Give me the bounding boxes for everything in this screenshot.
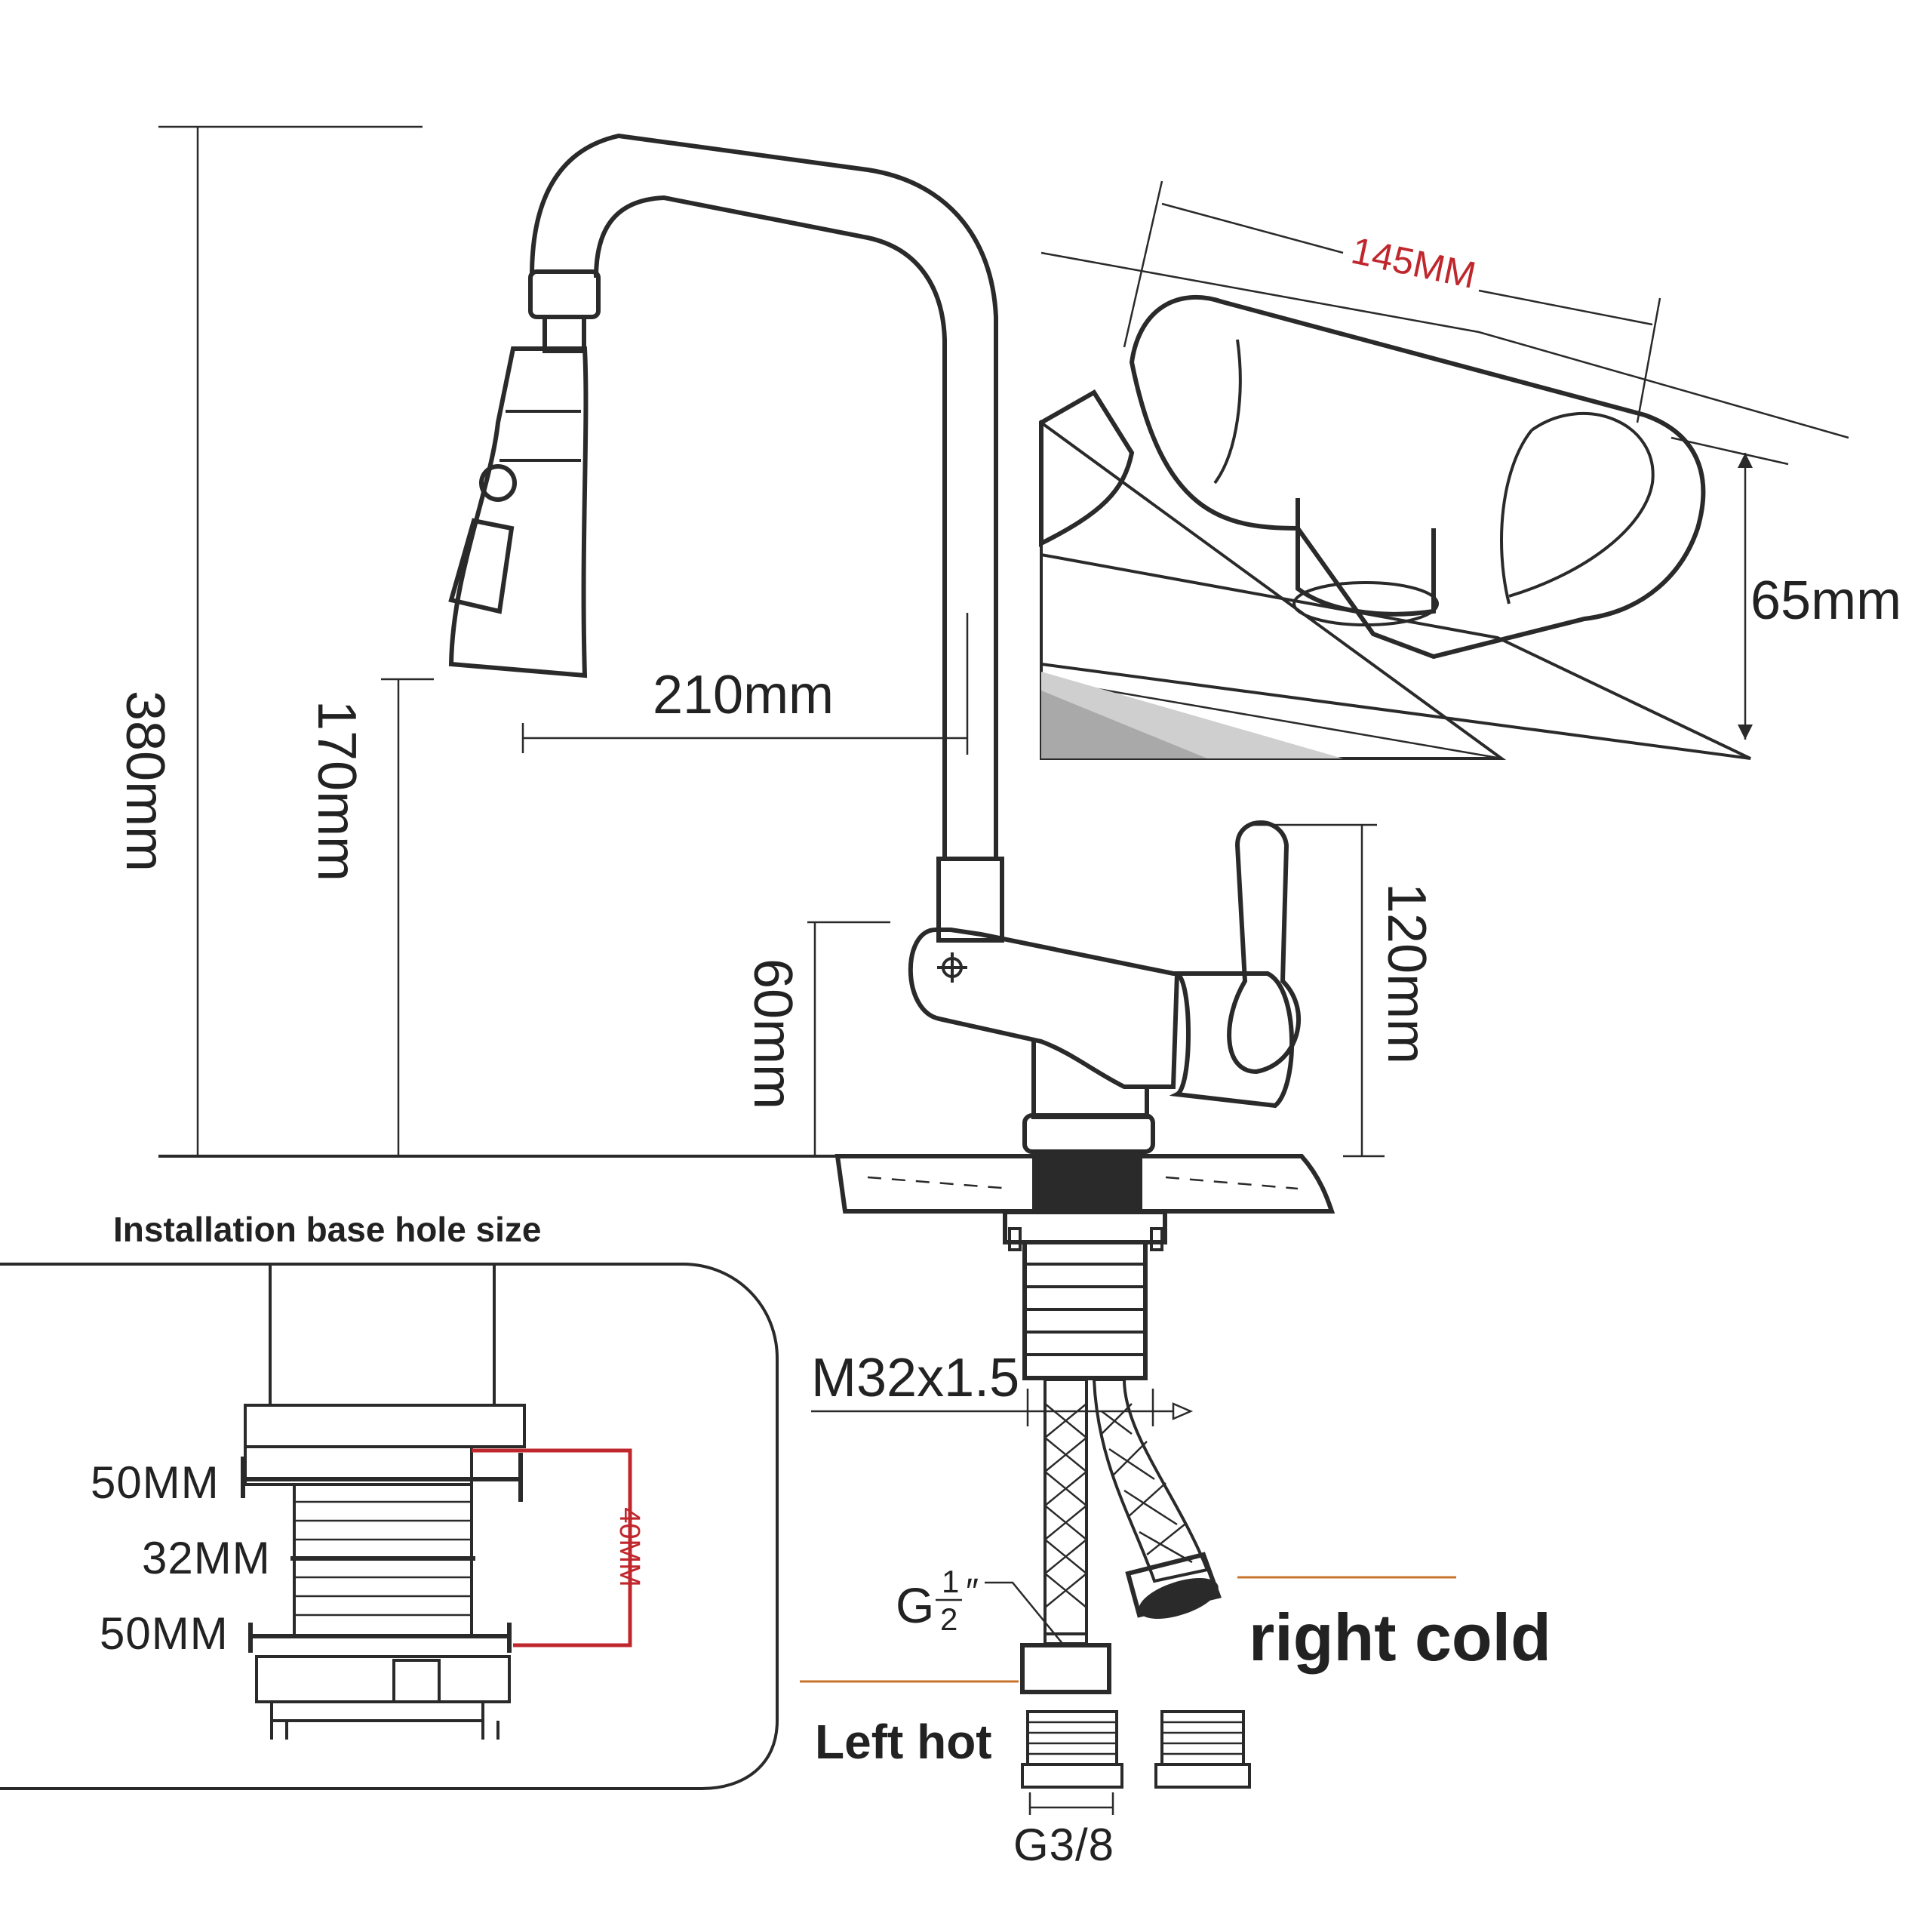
lever-handle: [1227, 820, 1302, 1075]
inset-body: [1129, 294, 1706, 660]
spray-button-icon: [479, 464, 517, 502]
inset-frame: [0, 1263, 779, 1790]
bottom-width-label: 50MM: [100, 1608, 229, 1659]
height-bracket: [472, 1448, 632, 1647]
dimension-380: 380mm: [115, 125, 423, 1156]
left-hot-label: Left hot: [815, 1715, 992, 1769]
base-height-label: 40MM: [613, 1507, 645, 1587]
hose-fitting-unit: ″: [966, 1572, 979, 1612]
top-width-label: 50MM: [91, 1457, 220, 1508]
hose-thread-label-group: G 1 2 ″: [896, 1564, 1065, 1646]
thread-adapters: G3/8: [1013, 1710, 1251, 1870]
reach-label: 210mm: [653, 665, 834, 725]
handle-height-label: 120mm: [1376, 883, 1437, 1064]
spray-head: [448, 346, 589, 678]
mixer-body: [908, 928, 1180, 1089]
faucet-drawing: [448, 133, 1302, 1154]
spray-collar: [528, 269, 601, 319]
mounting-shank: [1003, 1210, 1167, 1380]
countertop-section: [834, 1154, 1335, 1214]
adapter-thread-label: G3/8: [1013, 1820, 1114, 1870]
spout-height-label: 170mm: [306, 700, 367, 881]
dimension-210: 210mm: [521, 613, 969, 755]
body-depth-label: 65mm: [1750, 571, 1901, 631]
dimension-60: 60mm: [742, 921, 890, 1156]
hose-fitting-whole: G: [896, 1577, 934, 1633]
dimension-170: 170mm: [306, 678, 434, 1156]
right-cold-label: right cold: [1249, 1600, 1551, 1675]
base-ring: [1022, 1113, 1155, 1154]
spout-outer: [530, 133, 998, 860]
total-height-label: 380mm: [115, 691, 175, 872]
body-detail-inset: 145MM 65mm: [1039, 180, 1901, 760]
body-length-label: 145MM: [1348, 229, 1480, 297]
body-height-label: 60mm: [742, 958, 803, 1109]
shank-gasket: [1032, 1155, 1142, 1214]
thread-diameter-label: 32MM: [142, 1533, 271, 1583]
dimension-120: 120mm: [1252, 823, 1437, 1158]
cold-hose-opening: [1139, 1578, 1219, 1619]
hose-fitting-den: 2: [940, 1601, 957, 1637]
thread-dimension: M32x1.5: [811, 1348, 1194, 1426]
base-hole-inset: Installation base hole size 40MM 50MM 32…: [0, 1210, 779, 1790]
mount-thread-label: M32x1.5: [811, 1348, 1019, 1408]
supply-hoses: [800, 1378, 1456, 1694]
hose-fitting-num: 1: [942, 1564, 959, 1599]
handle-housing: [1169, 971, 1295, 1109]
spout-inner: [594, 195, 947, 860]
spout-base-collar: [936, 857, 1004, 943]
base-hole-title: Installation base hole size: [113, 1210, 542, 1249]
